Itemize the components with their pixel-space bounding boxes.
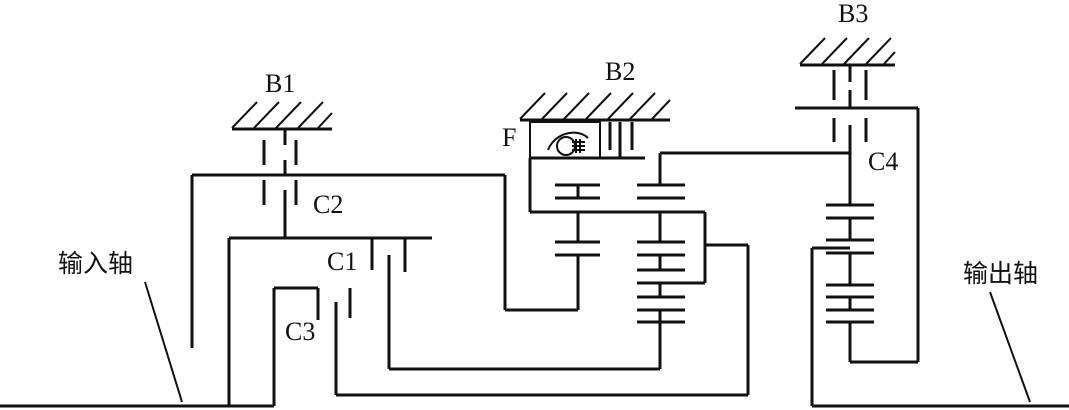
label-b1: B1 [265,69,295,98]
label-output-shaft: 输出轴 [963,259,1038,288]
label-b2: B2 [605,57,635,86]
c2-drum-link [503,175,580,312]
leader-lines [144,281,1031,403]
label-f: F [502,123,516,152]
brake-b3 [795,65,918,110]
label-b3: B3 [838,0,868,28]
clutch-c1 [370,238,660,371]
one-way-clutch-f-icon [547,131,589,156]
label-c1: C1 [327,247,357,276]
ground-b1 [231,101,333,131]
brake-b2-and-f [528,121,705,214]
label-c2: C2 [313,190,343,219]
clutch-c3 [316,288,748,397]
label-c3: C3 [285,317,315,346]
clutch-c2 [190,173,505,348]
label-input-shaft: 输入轴 [58,249,133,278]
label-c4: C4 [868,147,898,176]
brake-b1 [262,129,298,175]
rear-gear-stack [810,108,920,406]
ground-b3 [799,37,896,67]
input-shaft [0,236,432,408]
ground-b2 [519,92,671,122]
front-planetary [555,153,750,395]
clutch-c4 [832,118,868,205]
